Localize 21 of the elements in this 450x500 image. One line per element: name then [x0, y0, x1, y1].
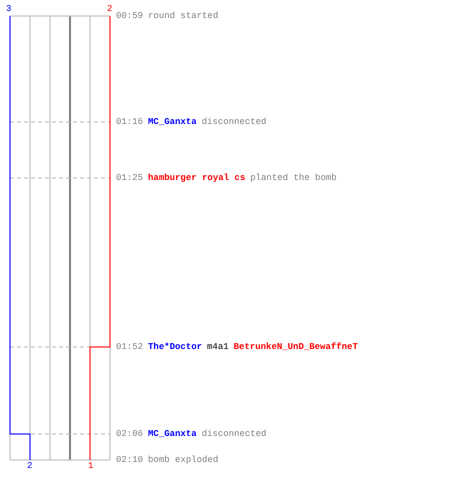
- event-text: bomb exploded: [148, 454, 218, 466]
- event-text: disconnected: [202, 428, 266, 440]
- event-time: 01:52: [116, 341, 144, 353]
- team-count: 2: [27, 461, 32, 471]
- event-text: planted the bomb: [250, 172, 337, 184]
- team-count: 1: [88, 461, 94, 471]
- player-name: BetrunkeN_UnD_BewaffneT: [234, 341, 358, 353]
- event-time: 02:06: [116, 428, 144, 440]
- event-text: disconnected: [202, 116, 266, 128]
- weapon-name: m4a1: [207, 341, 229, 353]
- player-name: The*Doctor: [148, 341, 202, 353]
- event-time: 00:59: [116, 10, 144, 22]
- team-count: 3: [6, 4, 12, 14]
- event-text: round started: [148, 10, 218, 22]
- player-name: hamburger royal cs: [148, 172, 246, 184]
- event-time: 02:10: [116, 454, 144, 466]
- event-time: 01:16: [116, 116, 144, 128]
- team-count: 2: [107, 4, 112, 14]
- player-name: MC_Ganxta: [148, 116, 197, 128]
- event-time: 01:25: [116, 172, 144, 184]
- player-name: MC_Ganxta: [148, 428, 197, 440]
